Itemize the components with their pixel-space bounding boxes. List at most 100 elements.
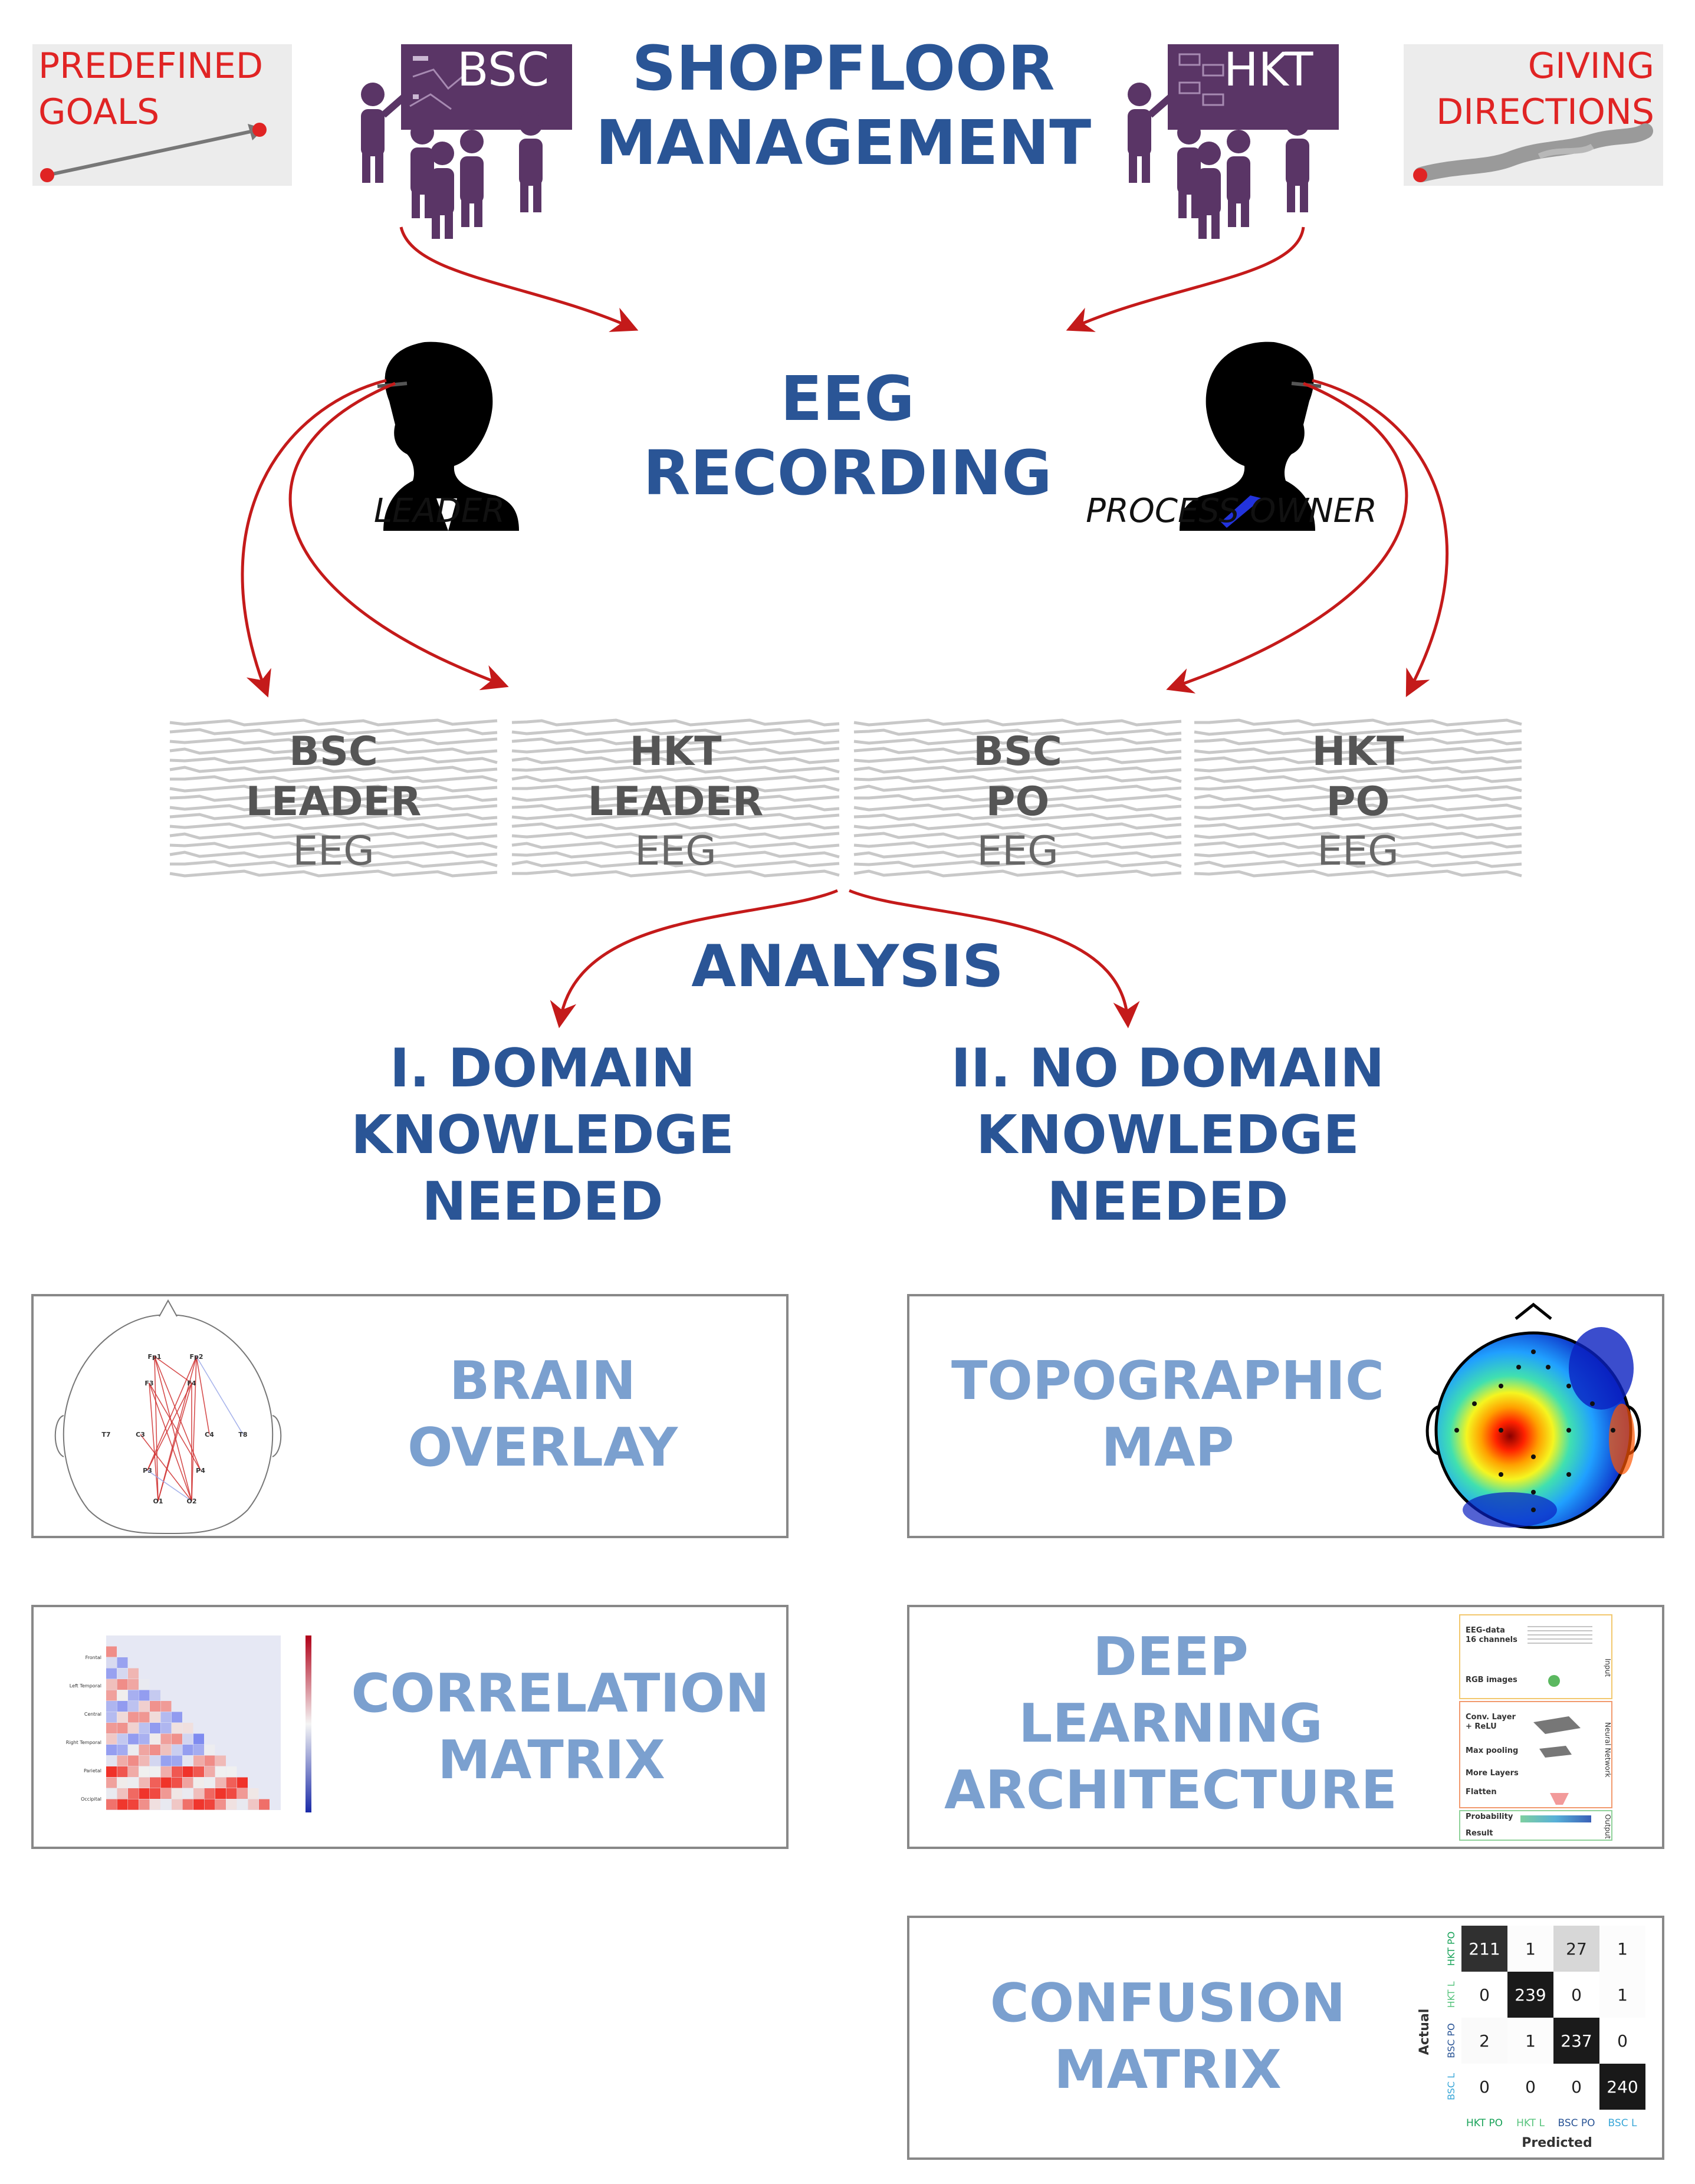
corr-cell: [117, 1657, 128, 1668]
pointing-hand-icon: [1414, 123, 1653, 182]
eeg-block-3-line1: HKT: [1312, 728, 1405, 775]
corr-cell: [128, 1679, 139, 1690]
corr-cell: [150, 1690, 160, 1701]
confusion-cell: [1507, 1972, 1553, 2018]
confusion-cell: [1553, 2018, 1599, 2064]
no-domain-knowledge-line2: KNOWLEDGE: [976, 1104, 1359, 1166]
corr-cell: [193, 1755, 204, 1766]
connection-line: [154, 1356, 192, 1502]
corr-cell: [117, 1788, 128, 1799]
corr-cell: [259, 1799, 270, 1810]
corr-cell: [204, 1745, 215, 1755]
eeg-block-1-line3: EEG: [635, 828, 717, 875]
corr-cell: [139, 1788, 150, 1799]
electrode-o1: O1: [153, 1497, 163, 1505]
confusion-value: 2: [1479, 2031, 1490, 2051]
corr-cell: [182, 1777, 193, 1788]
electrode-dot: [1531, 1490, 1536, 1495]
domain-knowledge-line3: NEEDED: [422, 1171, 663, 1233]
confusion-cell: [1507, 1926, 1553, 1972]
electrode-dot: [1546, 1365, 1551, 1369]
confusion-value: 0: [1479, 2077, 1490, 2097]
corr-cell: [204, 1766, 215, 1777]
dl-step-label: Result: [1466, 1829, 1493, 1838]
electrode-f4: F4: [187, 1380, 196, 1387]
corr-cell: [193, 1766, 204, 1777]
electrode-dot: [1611, 1428, 1615, 1433]
corr-cell: [150, 1799, 160, 1810]
corr-cell: [128, 1690, 139, 1701]
shopfloor-title-line2: MANAGEMENT: [596, 107, 1091, 179]
corr-cell: [106, 1712, 117, 1723]
corr-cell: [172, 1766, 182, 1777]
corr-cell: [237, 1799, 248, 1810]
corr-cell: [128, 1712, 139, 1723]
corr-cell: [172, 1799, 182, 1810]
corr-cell: [106, 1799, 117, 1810]
correlation-matrix-line2: MATRIX: [438, 1729, 665, 1791]
corr-cell: [193, 1799, 204, 1810]
dl-side-network: Neural Network: [1604, 1722, 1612, 1778]
corr-cell: [193, 1788, 204, 1799]
giving-directions-note: GIVING DIRECTIONS: [1404, 44, 1663, 186]
electrode-dot: [1566, 1384, 1571, 1388]
corr-cell: [204, 1777, 215, 1788]
corr-cell: [160, 1799, 172, 1810]
corr-cell: [160, 1777, 172, 1788]
hkt-board-label: HKT: [1224, 44, 1313, 97]
corr-cell: [117, 1799, 128, 1810]
eeg-block-2-line1: BSC: [973, 728, 1062, 775]
corr-cell: [128, 1788, 139, 1799]
connection-line: [196, 1356, 210, 1435]
goal-arrow-line: [47, 129, 254, 177]
corr-cell: [117, 1690, 128, 1701]
corr-cell: [215, 1799, 226, 1810]
corr-cell: [139, 1755, 150, 1766]
confusion-value: 0: [1525, 2077, 1536, 2097]
eeg-block-2-line3: EEG: [977, 828, 1059, 875]
corr-cell: [204, 1755, 215, 1766]
corr-cell: [150, 1701, 160, 1712]
corr-cell: [106, 1690, 117, 1701]
corr-cell: [139, 1745, 150, 1755]
confusion-col-label: BSC L: [1608, 2117, 1637, 2129]
confusion-value: 239: [1515, 1985, 1546, 2005]
corr-cell: [237, 1777, 248, 1788]
corr-cell: [106, 1766, 117, 1777]
corr-cell: [150, 1755, 160, 1766]
arrow-bsc-to-recording: [399, 226, 639, 332]
corr-cell: [204, 1788, 215, 1799]
confusion-cell: [1553, 1926, 1599, 1972]
leader-label: LEADER: [374, 492, 505, 530]
connection-line: [149, 1382, 159, 1502]
eeg-block-0-line1: BSC: [289, 728, 378, 775]
dl-step-label: More Layers: [1466, 1769, 1519, 1778]
connection-line: [191, 1356, 197, 1502]
arrow-leader-to-bsc-eeg: [241, 379, 387, 698]
confusion-value: 1: [1525, 2031, 1536, 2051]
direction-dot: [1413, 168, 1427, 182]
corr-cell: [117, 1733, 128, 1745]
correlation-colorbar: [306, 1635, 311, 1812]
corr-cell: [215, 1755, 226, 1766]
dl-step-label: EEG-data: [1466, 1626, 1505, 1635]
confusion-value: 27: [1566, 1939, 1587, 1959]
corr-cell: [117, 1668, 128, 1679]
corr-cell: [128, 1745, 139, 1755]
corr-cell: [150, 1723, 160, 1733]
corr-cell: [106, 1745, 117, 1755]
corr-row-group: Central: [84, 1712, 101, 1717]
confusion-matrix-line2: MATRIX: [1054, 2039, 1282, 2101]
electrode-dot: [1531, 1454, 1536, 1459]
deep-learning-line2: LEARNING: [1019, 1693, 1323, 1755]
arrow-po-to-bsc-eeg: [1166, 382, 1408, 694]
arrow-analysis-left: [550, 889, 838, 1029]
connection-line: [154, 1356, 192, 1384]
dl-step-label: 16 channels: [1466, 1635, 1517, 1644]
corr-cell: [193, 1777, 204, 1788]
